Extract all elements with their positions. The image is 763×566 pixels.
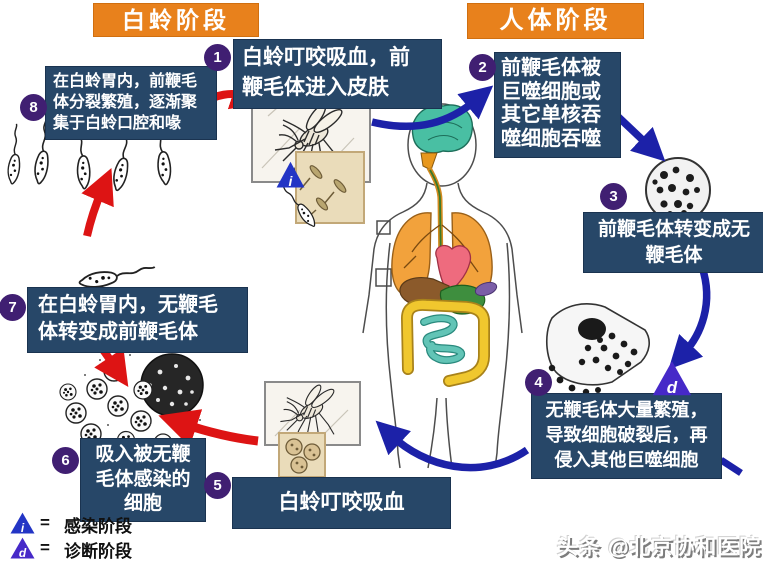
step-5-text: 白蛉叮咬吸血 bbox=[278, 491, 405, 514]
legend-diagnosis-label: 诊断阶段 bbox=[64, 542, 132, 561]
step-2-number: 2 bbox=[469, 54, 496, 81]
step-box-7: 在白蛉胃内，无鞭毛 体转变成前鞭毛体 bbox=[27, 287, 248, 353]
step-4-text: 无鞭毛体大量繁殖， 导致细胞破裂后，再 侵入其他巨噬细胞 bbox=[545, 400, 708, 471]
legend-infection-label: 感染阶段 bbox=[64, 517, 132, 536]
step-box-6: 吸入被无鞭 毛体感染的 细胞 bbox=[80, 438, 206, 523]
header-human-stage: 人体阶段 bbox=[467, 3, 644, 39]
step-7-text: 在白蛉胃内，无鞭毛 体转变成前鞭毛体 bbox=[38, 294, 218, 343]
arrow-3-to-4 bbox=[668, 265, 711, 370]
step-6-text: 吸入被无鞭 毛体感染的 细胞 bbox=[95, 444, 191, 515]
header-sandfly-stage: 白蛉阶段 bbox=[93, 3, 259, 37]
step-box-4: 无鞭毛体大量繁殖， 导致细胞破裂后，再 侵入其他巨噬细胞 bbox=[531, 393, 722, 479]
step-8-number: 8 bbox=[20, 94, 47, 121]
spleen bbox=[474, 281, 498, 297]
watermark: 头条 @北京协和医院 bbox=[557, 536, 762, 559]
legend-diagnosis-letter: d bbox=[18, 546, 27, 560]
arrow-4-to-5 bbox=[375, 420, 530, 472]
nasal-cavity bbox=[420, 152, 438, 171]
human-body-illustration bbox=[362, 103, 523, 469]
step-1-number: 1 bbox=[204, 44, 231, 71]
diagnosis-triangle-letter: d bbox=[666, 378, 678, 397]
step-2-text: 前鞭毛体被 巨噬细胞或 其它单核吞 噬细胞吞噬 bbox=[501, 57, 601, 150]
step-3-number: 3 bbox=[600, 183, 627, 210]
infection-triangle-letter: i bbox=[288, 173, 293, 189]
step-3-text: 前鞭毛体转变成无 鞭毛体 bbox=[597, 219, 750, 266]
legend-infection-equals: = bbox=[40, 513, 50, 532]
legend-infection-letter: i bbox=[20, 521, 25, 535]
step-box-5: 白蛉叮咬吸血 bbox=[232, 477, 451, 529]
step-8-text: 在白蛉胃内，前鞭毛 体分裂繁殖，逐渐聚 集于白蛉口腔和喙 bbox=[53, 73, 198, 132]
step-5-number: 5 bbox=[204, 472, 231, 499]
step-6-number: 6 bbox=[52, 447, 79, 474]
step-1-text: 白蛉叮咬吸血，前 鞭毛体进入皮肤 bbox=[242, 46, 410, 99]
arrow-1-to-2 bbox=[371, 85, 494, 131]
arrow-4-loop-segment bbox=[719, 457, 743, 476]
infected-macrophage bbox=[546, 303, 650, 399]
step-box-8: 在白蛉胃内，前鞭毛 体分裂繁殖，逐渐聚 集于白蛉口腔和喙 bbox=[45, 66, 217, 141]
step-7-number: 7 bbox=[0, 294, 26, 321]
legend-diagnosis-equals: = bbox=[40, 538, 50, 557]
step-box-2: 前鞭毛体被 巨噬细胞或 其它单核吞 噬细胞吞噬 bbox=[494, 52, 621, 159]
macrophage-round bbox=[645, 157, 711, 223]
step-box-1: 白蛉叮咬吸血，前 鞭毛体进入皮肤 bbox=[233, 39, 442, 109]
step-4-number: 4 bbox=[525, 369, 552, 396]
amastigote-inset-bottom bbox=[278, 432, 326, 478]
step-box-3: 前鞭毛体转变成无 鞭毛体 bbox=[583, 212, 763, 274]
arrow-7-to-8 bbox=[81, 167, 114, 237]
arrow-5-to-6 bbox=[158, 409, 259, 447]
